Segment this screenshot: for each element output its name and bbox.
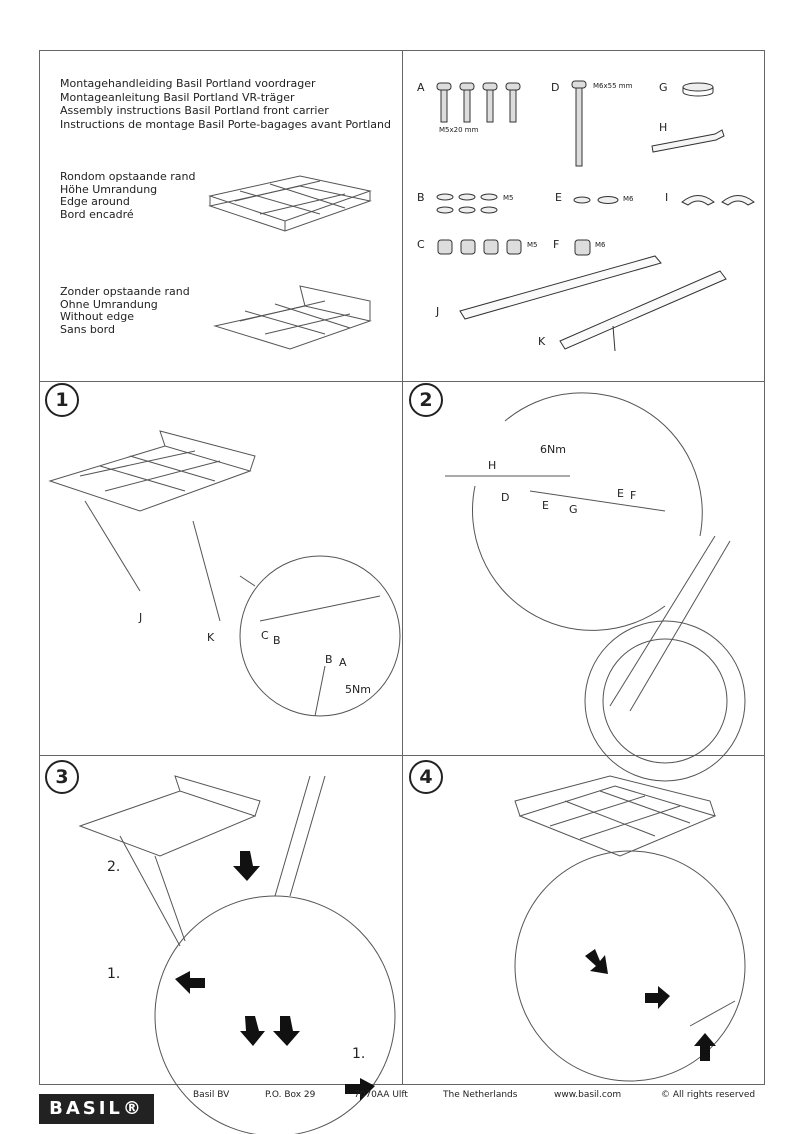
step-1-illustration (48, 430, 401, 717)
divider-2 (40, 755, 764, 756)
step3-label-1b: 1. (352, 1046, 366, 1062)
bracket-h-illustration (651, 129, 725, 153)
part-label-d: D (551, 81, 560, 94)
step2-torque: 6Nm (540, 443, 566, 456)
part-label-c: C (417, 238, 425, 251)
step1-label-a: A (339, 656, 347, 669)
step2-label-f: F (630, 489, 637, 502)
nut-c-size: M5 (527, 241, 538, 249)
bolts-a-illustration (436, 82, 521, 123)
step3-label-1a: 1. (107, 966, 121, 982)
without-edge-nl: Zonder opstaande rand (60, 285, 190, 298)
without-edge-en: Without edge (60, 310, 134, 323)
carrier-with-edge-illustration (208, 175, 372, 232)
divider-1 (40, 381, 764, 382)
step2-label-e: E (542, 499, 549, 512)
struts-jk-illustration (459, 255, 727, 352)
washer-e-size: M6 (623, 195, 634, 203)
part-label-e: E (555, 191, 562, 204)
without-edge-fr: Sans bord (60, 322, 115, 336)
step-2-illustration (445, 392, 746, 782)
step2-label-g: G (569, 503, 578, 516)
vertical-divider (402, 51, 403, 1084)
bolt-d-illustration (571, 80, 587, 167)
nut-f-size: M6 (595, 241, 606, 249)
washers-b-illustration (436, 193, 498, 214)
nut-f-illustration (574, 239, 591, 256)
title-fr: Instructions de montage Basil Porte-baga… (60, 117, 391, 131)
step2-label-h: H (488, 459, 497, 472)
nuts-c-illustration (437, 239, 522, 255)
basil-logo: BASIL® (39, 1094, 154, 1124)
edge-around-labels: Rondom opstaande rand Höhe Umrandung Edg… (60, 170, 196, 221)
without-edge-labels: Zonder opstaande rand Ohne Umrandung Wit… (60, 285, 190, 336)
footer-city: 7070AA Ulft (354, 1090, 408, 1100)
part-label-a: A (417, 81, 425, 94)
step1-label-j: J (139, 611, 143, 624)
part-label-b: B (417, 191, 425, 204)
step2-label-d: D (501, 491, 510, 504)
edge-around-en: Edge around (60, 195, 130, 208)
bolt-d-size: M6x55 mm (593, 82, 633, 90)
footer-website-link[interactable]: www.basil.com (554, 1090, 622, 1100)
step3-label-2: 2. (107, 859, 121, 875)
step-4-number: 4 (409, 760, 443, 794)
washers-e-illustration (573, 196, 619, 204)
step1-label-k: K (207, 631, 215, 644)
footer-country: The Netherlands (443, 1090, 518, 1100)
bolt-a-size: M5x20 mm (439, 126, 479, 134)
step1-label-b: B (273, 634, 281, 647)
part-label-g: G (659, 81, 668, 94)
part-label-i: I (665, 191, 669, 204)
spacer-g-illustration (682, 82, 714, 97)
edge-around-de: Höhe Umrandung (60, 182, 158, 196)
part-label-h: H (659, 121, 668, 134)
carrier-without-edge-illustration (213, 285, 372, 350)
instruction-sheet: Montagehandleiding Basil Portland voordr… (39, 50, 765, 1134)
step-4-illustration (514, 775, 746, 1082)
edge-around-nl: Rondom opstaande rand (60, 170, 196, 183)
step-1-number: 1 (45, 383, 79, 417)
title-block: Montagehandleiding Basil Portland voordr… (60, 77, 391, 131)
footer-company: Basil BV (193, 1090, 230, 1100)
step-2-number: 2 (409, 383, 443, 417)
step-3-illustration (78, 775, 396, 1134)
title-en: Assembly instructions Basil Portland fro… (60, 104, 329, 117)
part-label-k: K (538, 335, 546, 348)
part-label-f: F (553, 238, 560, 251)
title-de: Montageanleitung Basil Portland VR-träge… (60, 90, 295, 104)
footer-pobox: P.O. Box 29 (265, 1090, 316, 1100)
part-label-j: J (436, 305, 440, 318)
clamps-i-illustration (681, 195, 755, 206)
without-edge-de: Ohne Umrandung (60, 297, 158, 311)
step1-label-c: C (261, 629, 269, 642)
step-3-number: 3 (45, 760, 79, 794)
title-nl: Montagehandleiding Basil Portland voordr… (60, 77, 316, 90)
washer-b-size: M5 (503, 194, 514, 202)
step2-label-e2: E (617, 487, 624, 500)
footer-rights: © All rights reserved (661, 1090, 756, 1100)
step1-torque: 5Nm (345, 683, 371, 696)
edge-around-fr: Bord encadré (60, 207, 134, 221)
step1-label-b2: B (325, 653, 333, 666)
